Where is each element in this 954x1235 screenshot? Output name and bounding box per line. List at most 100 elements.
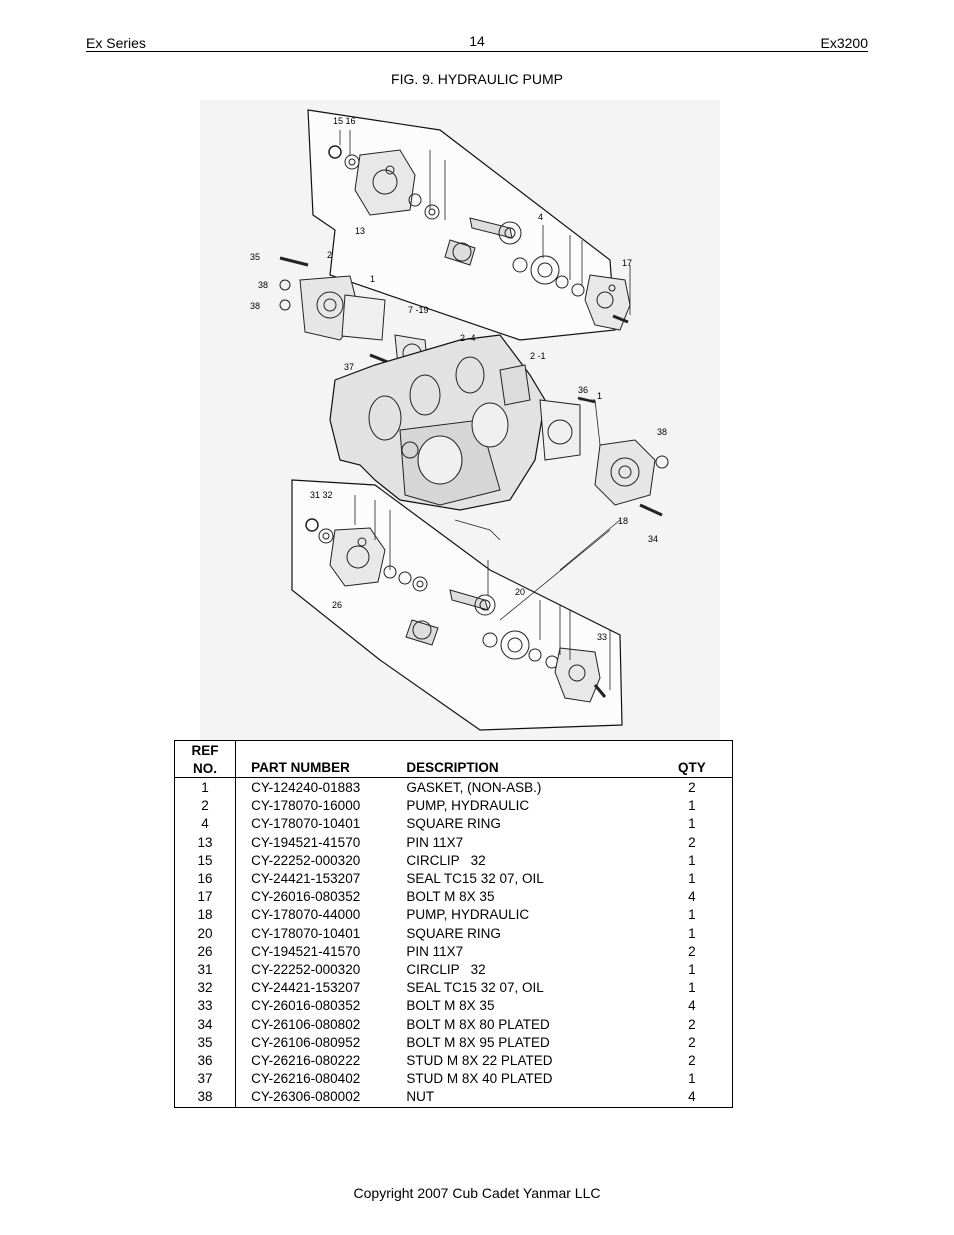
qty-cell: 1 — [688, 852, 696, 868]
page-number: 14 — [469, 33, 485, 49]
part-number-cell: CY-178070-10401 — [251, 816, 361, 832]
part-number-cell: CY-26016-080352 — [251, 889, 361, 905]
right-pump-group — [577, 396, 669, 517]
qty-cell: 4 — [688, 889, 696, 905]
ref-cell: 26 — [174, 942, 237, 962]
callout-1-lower: 1 — [597, 391, 602, 401]
callout-35: 35 — [250, 252, 260, 262]
part-number-cell: CY-22252-000320 — [251, 852, 361, 868]
ref-cell: 1 — [174, 777, 237, 798]
gear-case-housing — [329, 334, 581, 541]
ref-cell: 31 — [174, 961, 237, 980]
qty-cell: 2 — [688, 1034, 696, 1050]
callout-1-upper: 1 — [370, 274, 375, 284]
callout-20: 20 — [515, 587, 525, 597]
description-cell: GASKET, (NON-ASB.) — [406, 780, 542, 795]
qty-cell: 2 — [688, 1016, 696, 1032]
col-header-ref-line1: REF — [191, 743, 219, 758]
ref-cell: 20 — [174, 924, 237, 943]
callout-38-c: 38 — [657, 427, 667, 437]
qty-cell: 4 — [688, 998, 696, 1014]
ref-cell: 34 — [174, 1015, 237, 1034]
description-cell: BOLT M 8X 35 — [406, 998, 495, 1014]
table-row: 17 CY-26016-080352 BOLT M 8X 35 4 — [174, 888, 733, 907]
table-row: 31 CY-22252-000320 CIRCLIP 32 1 — [174, 961, 733, 980]
qty-cell: 4 — [688, 1089, 696, 1105]
header-series: Ex Series — [86, 35, 146, 51]
description-cell: PIN 11X7 — [406, 834, 464, 850]
part-number-cell: CY-26306-080002 — [251, 1089, 361, 1105]
callout-2-1: 2 -1 — [530, 351, 546, 361]
table-row: 15 CY-22252-000320 CIRCLIP 32 1 — [174, 851, 733, 871]
callout-2: 2 — [327, 250, 332, 260]
callout-7-19: 7 -19 — [408, 305, 429, 315]
callout-31-32: 31 32 — [310, 490, 333, 500]
part-number-cell: CY-178070-10401 — [251, 925, 361, 941]
header-model: Ex3200 — [820, 35, 868, 51]
description-cell: BOLT M 8X 35 — [406, 889, 495, 905]
callout-26: 26 — [332, 600, 342, 610]
table-row: 35 CY-26106-080952 BOLT M 8X 95 PLATED 2 — [174, 1033, 733, 1053]
part-number-cell: CY-26106-080802 — [251, 1016, 361, 1032]
description-cell: SEAL TC15 32 07, OIL — [406, 871, 544, 887]
callout-34: 34 — [648, 534, 658, 544]
lower-pump-exploded — [305, 495, 621, 703]
ref-cell: 15 — [174, 851, 237, 871]
qty-cell: 1 — [688, 816, 696, 832]
callout-36: 36 — [578, 385, 588, 395]
qty-cell: 1 — [688, 907, 696, 923]
col-header-part-number: PART NUMBER — [251, 759, 350, 775]
description-cell: SQUARE RING — [406, 816, 501, 832]
description-cell: PIN 11X7 — [406, 943, 464, 959]
part-number-cell: CY-26106-080952 — [251, 1034, 361, 1050]
table-header-row: REF NO. PART NUMBER DESCRIPTION QTY — [174, 740, 733, 778]
ref-cell: 17 — [174, 888, 237, 907]
col-header-ref: REF NO. — [174, 740, 237, 778]
callout-38-b: 38 — [250, 301, 260, 311]
ref-cell: 36 — [174, 1052, 237, 1071]
qty-cell: 1 — [688, 871, 696, 887]
ref-cell: 18 — [174, 906, 237, 925]
description-cell: CIRCLIP 32 — [406, 962, 486, 978]
callout-38-a: 38 — [258, 280, 268, 290]
part-number-cell: CY-194521-41570 — [251, 943, 361, 959]
ref-cell: 38 — [174, 1088, 237, 1108]
callout-18: 18 — [618, 516, 628, 526]
col-header-qty: QTY — [678, 759, 706, 775]
description-cell: CIRCLIP 32 — [406, 852, 486, 868]
description-cell: BOLT M 8X 95 PLATED — [406, 1034, 550, 1050]
description-cell: STUD M 8X 40 PLATED — [406, 1071, 553, 1087]
part-number-cell: CY-22252-000320 — [251, 962, 361, 978]
qty-cell: 1 — [688, 962, 696, 978]
part-number-cell: CY-26216-080402 — [251, 1071, 361, 1087]
part-number-cell: CY-178070-44000 — [251, 907, 361, 923]
header-rule — [86, 51, 868, 52]
qty-cell: 1 — [688, 980, 696, 996]
qty-cell: 1 — [688, 1071, 696, 1087]
ref-cell: 32 — [174, 979, 237, 998]
ref-cell: 16 — [174, 870, 237, 889]
callout-37: 37 — [344, 362, 354, 372]
ref-cell: 35 — [174, 1033, 237, 1053]
qty-cell: 1 — [688, 798, 696, 814]
description-cell: BOLT M 8X 80 PLATED — [406, 1016, 550, 1032]
col-header-ref-line2: NO. — [193, 761, 218, 776]
description-cell: SQUARE RING — [406, 925, 501, 941]
description-cell: STUD M 8X 22 PLATED — [406, 1053, 553, 1069]
part-number-cell: CY-26016-080352 — [251, 998, 361, 1014]
copyright-footer: Copyright 2007 Cub Cadet Yanmar LLC — [353, 1185, 601, 1201]
callout-4: 4 — [538, 212, 543, 222]
ref-cell: 2 — [174, 797, 237, 816]
callout-33: 33 — [597, 632, 607, 642]
description-cell: SEAL TC15 32 07, OIL — [406, 980, 544, 996]
ref-cell: 37 — [174, 1070, 237, 1089]
part-number-cell: CY-26216-080222 — [251, 1053, 361, 1069]
